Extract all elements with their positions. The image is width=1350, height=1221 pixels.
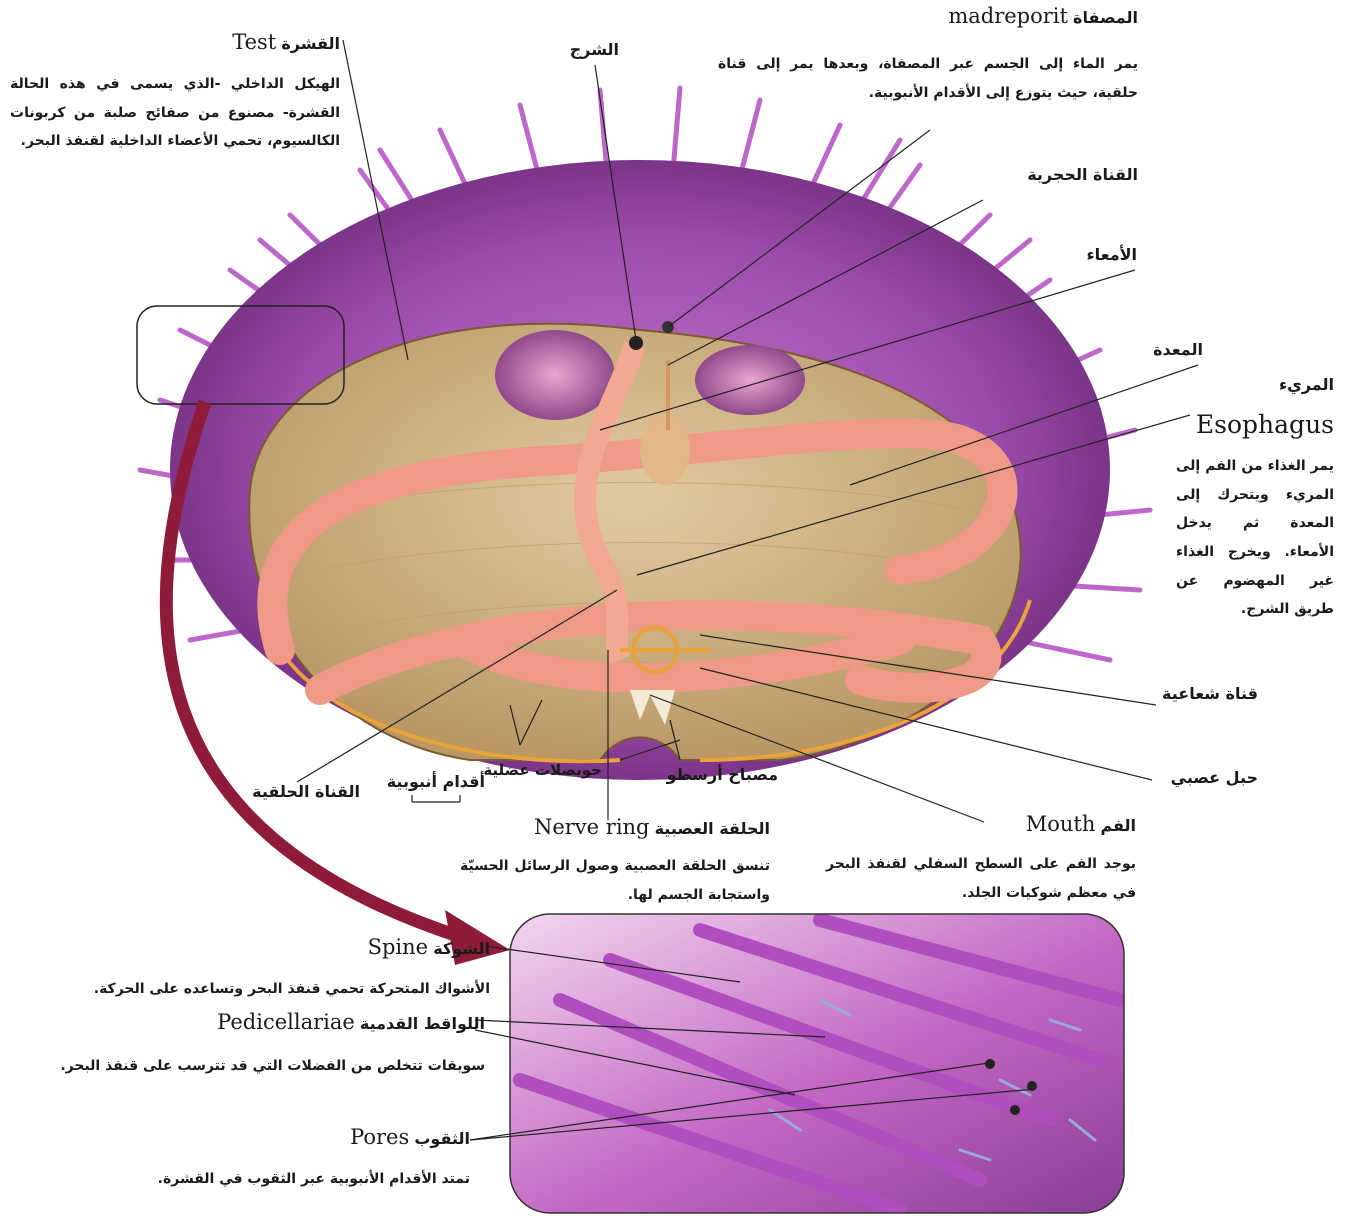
gonad [495, 330, 615, 420]
label-nerve-cord: حبل عصبي [1171, 768, 1258, 787]
desc-pores: تمتد الأقدام الأنبوبية عبر الثقوب في الق… [40, 1165, 470, 1194]
label-mouth: الفم Mouth [1026, 812, 1136, 836]
desc-madreporite: يمر الماء إلى الجسم عبر المصفاة، وبعدها … [718, 50, 1138, 107]
gonad [695, 345, 805, 415]
label-tube-feet: أقدام أنبوبية [387, 772, 485, 791]
label-anus: الشرج [570, 40, 619, 59]
label-stone-canal: القناة الحجرية [1027, 165, 1138, 184]
label-stomach: المعدة [1153, 340, 1203, 359]
label-intestine: الأمعاء [1086, 245, 1137, 264]
label-esophagus: المريء [1279, 375, 1334, 394]
inset-panel [510, 914, 1124, 1213]
label-radial-canal: قناة شعاعية [1162, 684, 1258, 703]
label-test: القشرة Test [232, 30, 340, 54]
axial-organ [640, 415, 690, 485]
label-nerve-ring: الحلقة العصبية Nerve ring [534, 815, 770, 839]
desc-test: الهيكل الداخلي -الذي يسمى في هذه الحالة … [10, 70, 340, 156]
label-madreporite: المصفاة madreporit [948, 4, 1138, 28]
desc-spine: الأشواك المتحركة تحمي قنفذ البحر وتساعده… [60, 975, 490, 1004]
label-pedicellariae: اللواقط القدمية Pedicellariae [217, 1010, 485, 1034]
label-ampullae: حويصلات عضلية [483, 760, 602, 779]
label-aristotles-lantern: مصباح أرسطو [667, 765, 778, 784]
desc-esophagus: يمر الغذاء من الفم إلى المريء ويتحرك إلى… [1176, 452, 1334, 624]
desc-pedicellariae: سويقات تتخلص من الفضلات التي قد تترسب عل… [60, 1052, 485, 1081]
label-esophagus-en: Esophagus [1196, 410, 1334, 439]
desc-nerve-ring: تنسق الحلقة العصبية وصول الرسائل الحسيّة… [460, 852, 770, 909]
desc-mouth: يوجد الفم على السطح السفلي لقنفذ البحر ف… [826, 850, 1136, 907]
label-spine: الشوكة Spine [368, 935, 490, 959]
label-pores: الثقوب Pores [350, 1125, 470, 1149]
label-ring-canal: القناة الحلقية [252, 782, 360, 801]
